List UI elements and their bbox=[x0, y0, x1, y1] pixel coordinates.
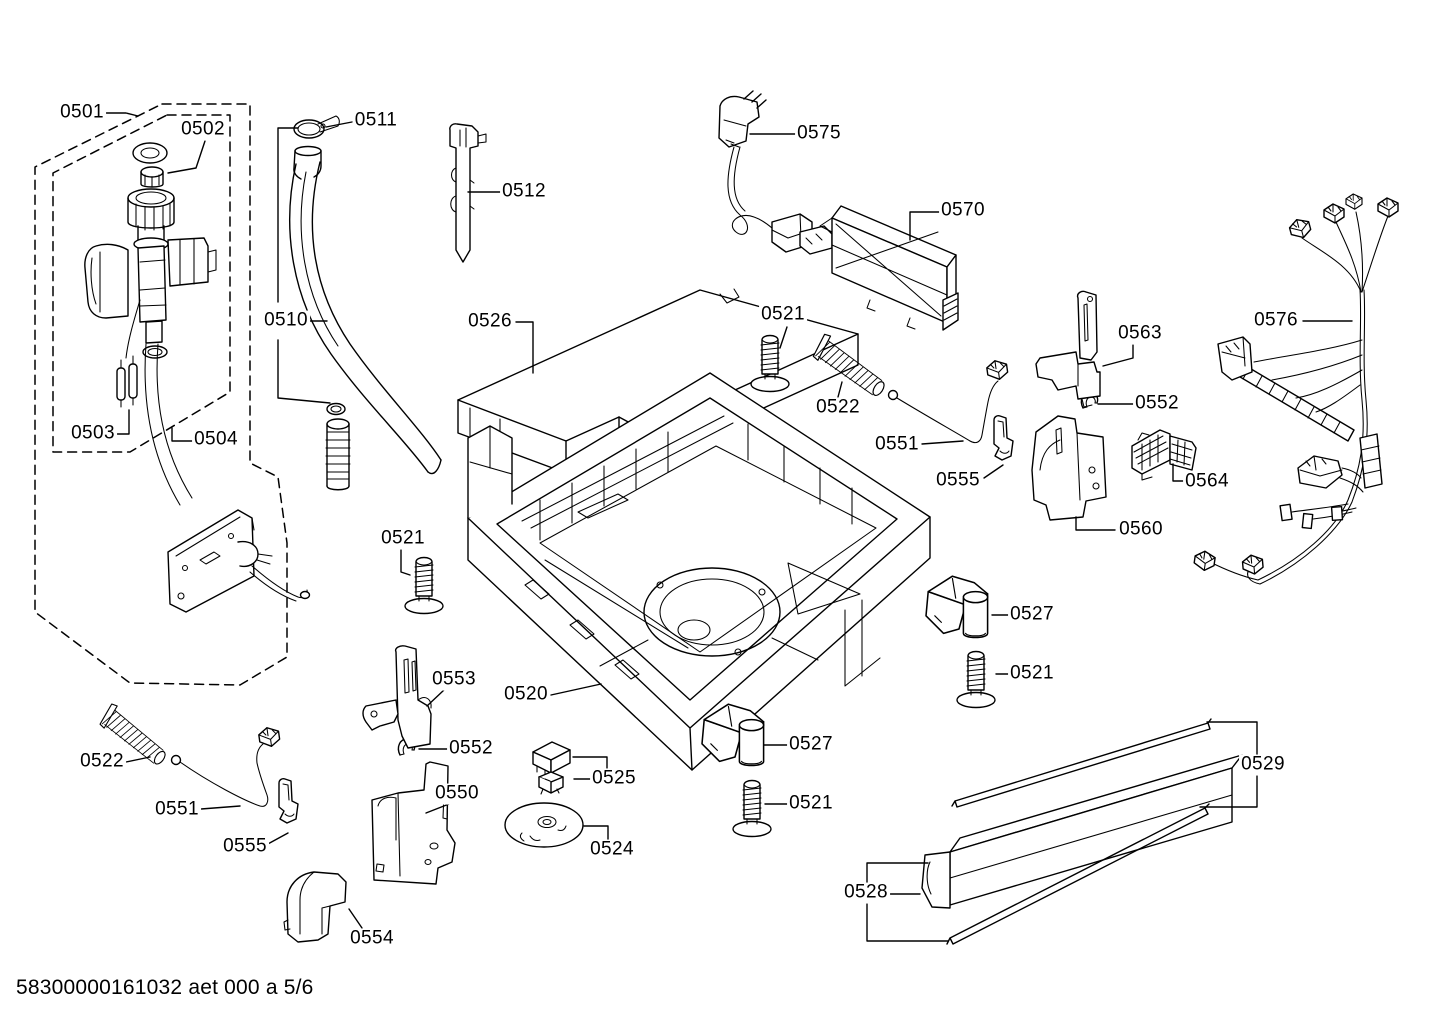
part-label-0553: 0553 bbox=[430, 668, 478, 691]
part-label-0522: 0522 bbox=[78, 750, 126, 773]
part-label-0501: 0501 bbox=[58, 101, 106, 124]
part-0511-hose-clamp bbox=[293, 115, 340, 139]
doc-code: 58300000161032 aet 000 a 5/6 bbox=[16, 976, 314, 999]
part-label-0551: 0551 bbox=[873, 433, 921, 456]
part-label-0551: 0551 bbox=[153, 798, 201, 821]
part-0528-kick-panel bbox=[921, 754, 1243, 909]
part-0503-fuse-wires bbox=[116, 299, 141, 408]
part-label-0554: 0554 bbox=[348, 927, 396, 950]
part-0502-seal-and-valve bbox=[84, 142, 217, 359]
part-0529-trim-strip-lower bbox=[946, 803, 1210, 945]
assembly-0501-boundary bbox=[34, 103, 288, 686]
part-0520-base-assembly bbox=[467, 372, 931, 771]
part-label-0521: 0521 bbox=[379, 527, 427, 550]
part-0504-flood-unit bbox=[144, 343, 311, 613]
part-label-0522: 0522 bbox=[814, 396, 862, 419]
part-label-0552: 0552 bbox=[447, 737, 495, 760]
part-label-0521: 0521 bbox=[787, 792, 835, 815]
part-0554-cover bbox=[283, 871, 347, 943]
part-label-0552: 0552 bbox=[1133, 392, 1181, 415]
part-0551-cable bbox=[887, 380, 999, 444]
part-label-0524: 0524 bbox=[588, 838, 636, 861]
part-label-0576: 0576 bbox=[1252, 309, 1300, 332]
part-label-0570: 0570 bbox=[939, 199, 987, 222]
part-0525-switch bbox=[532, 741, 571, 795]
part-label-0529: 0529 bbox=[1239, 753, 1287, 776]
part-label-0560: 0560 bbox=[1117, 518, 1165, 541]
part-0563-bracket bbox=[1035, 290, 1101, 408]
part-label-0555: 0555 bbox=[221, 835, 269, 858]
part-label-0564: 0564 bbox=[1183, 470, 1231, 493]
part-label-0512: 0512 bbox=[500, 180, 548, 203]
part-0551-cable bbox=[170, 743, 269, 807]
part-label-0504: 0504 bbox=[192, 428, 240, 451]
part-label-0550: 0550 bbox=[433, 782, 481, 805]
part-0576-wiring-harness bbox=[1209, 211, 1389, 585]
part-label-0521: 0521 bbox=[1008, 662, 1056, 685]
part-label-0527: 0527 bbox=[1008, 603, 1056, 626]
part-label-0511: 0511 bbox=[352, 109, 400, 132]
part-0564-connector-grid bbox=[1131, 429, 1197, 481]
part-label-0525: 0525 bbox=[590, 767, 638, 790]
part-label-0563: 0563 bbox=[1116, 322, 1164, 345]
part-label-0526: 0526 bbox=[466, 310, 514, 333]
part-label-0510: 0510 bbox=[262, 309, 310, 332]
part-0524-disc bbox=[504, 802, 584, 848]
part-label-0575: 0575 bbox=[795, 122, 843, 145]
leader-lines bbox=[103, 112, 1353, 942]
part-label-0503: 0503 bbox=[69, 422, 117, 445]
part-0512-mounting-bracket bbox=[449, 123, 487, 263]
part-label-0502: 0502 bbox=[179, 118, 227, 141]
part-label-0527: 0527 bbox=[787, 733, 835, 756]
part-label-0520: 0520 bbox=[502, 683, 550, 706]
part-label-0528: 0528 bbox=[842, 881, 890, 904]
part-0553-bracket bbox=[362, 645, 432, 749]
part-0510-drain-hose bbox=[289, 145, 442, 491]
part-0570-control-module bbox=[819, 205, 959, 331]
part-0529-trim-strip-upper bbox=[951, 718, 1212, 808]
part-label-0555: 0555 bbox=[934, 469, 982, 492]
part-0575-power-cord bbox=[718, 90, 833, 255]
part-label-0521: 0521 bbox=[759, 303, 807, 326]
part-0560-bracket bbox=[1031, 415, 1107, 521]
